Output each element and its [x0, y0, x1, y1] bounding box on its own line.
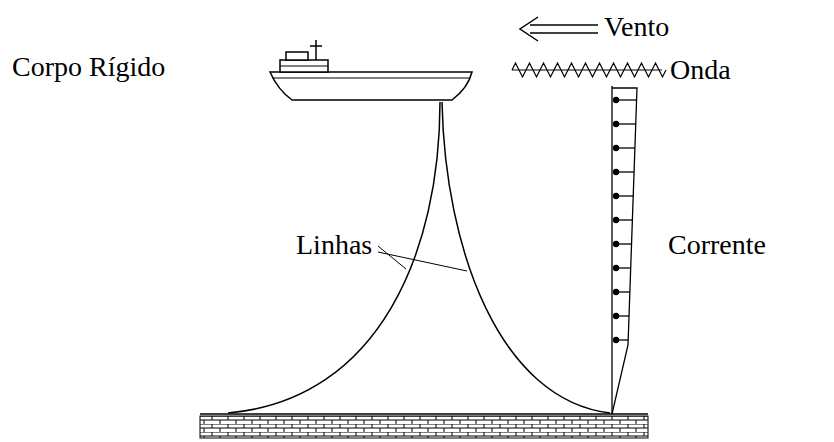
ship	[270, 40, 472, 100]
wave-symbol	[512, 63, 666, 77]
current-arrowhead	[614, 146, 619, 151]
mooring-line	[442, 102, 610, 413]
seabed	[200, 416, 648, 438]
current-arrowhead	[614, 194, 619, 199]
current-arrowhead	[614, 266, 619, 271]
body-label: Corpo Rígido	[12, 52, 165, 83]
wave-label: Onda	[670, 55, 731, 86]
wind-label: Vento	[604, 12, 669, 43]
current-label: Corrente	[668, 230, 766, 261]
current-arrowhead	[614, 98, 619, 103]
current-arrowhead	[614, 242, 619, 247]
wind-arrow	[520, 17, 598, 41]
current-arrowhead	[614, 338, 619, 343]
lines-label: Linhas	[296, 230, 372, 261]
current-arrowhead	[614, 290, 619, 295]
current-arrowhead	[614, 170, 619, 175]
current-arrowhead	[614, 218, 619, 223]
leader-line	[378, 252, 467, 271]
current-arrowhead	[614, 122, 619, 127]
seabed-line	[200, 413, 648, 415]
mooring-line	[228, 102, 440, 413]
current-arrowhead	[614, 314, 619, 319]
current-profile	[612, 86, 637, 414]
